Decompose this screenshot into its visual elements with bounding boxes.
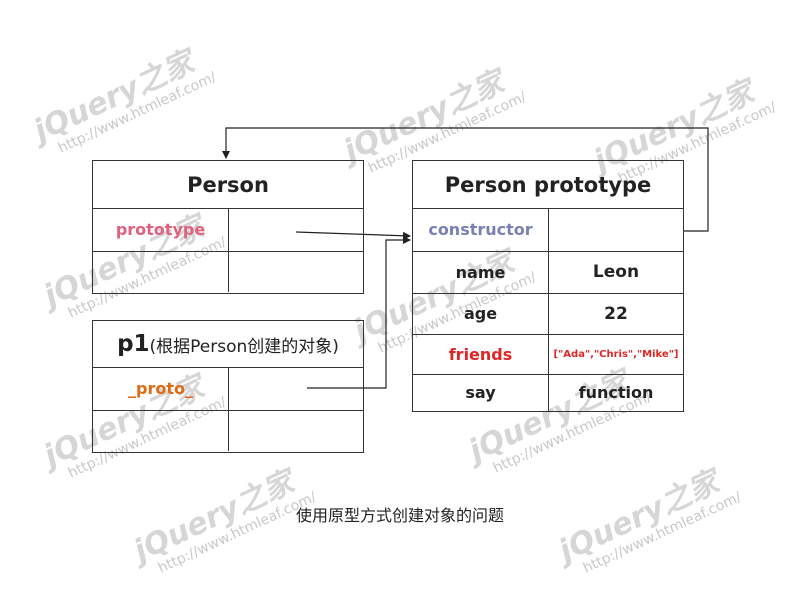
p1-empty-key <box>93 410 229 451</box>
age-value: 22 <box>604 303 628 324</box>
friends-value: ["Ada","Chris","Mike"] <box>553 348 679 360</box>
p1-title-main: p1 <box>117 331 150 357</box>
name-value: Leon <box>592 262 640 282</box>
p1-proto-value <box>229 367 363 410</box>
p1-title-note: (根据Person创建的对象) <box>149 336 339 357</box>
constructor-key: constructor <box>413 208 549 251</box>
person-table-title: Person <box>93 161 363 209</box>
person-empty-key <box>93 251 229 292</box>
watermark: jQuery之家 http://www.htmleaf.com/ <box>28 41 219 161</box>
table-row: friends ["Ada","Chris","Mike"] <box>413 334 683 375</box>
person-prototype-table: Person prototype constructor name Leon a… <box>412 160 684 412</box>
table-row: name Leon <box>413 251 683 294</box>
table-row: prototype <box>93 208 363 252</box>
watermark-brand: jQuery之家 <box>28 44 200 150</box>
table-row <box>93 410 363 451</box>
diagram-caption: 使用原型方式创建对象的问题 <box>295 506 504 525</box>
say-key: say <box>413 374 549 411</box>
table-row: age 22 <box>413 293 683 335</box>
say-value: function <box>578 383 654 402</box>
p1-proto-key: _proto_ <box>93 367 229 410</box>
person-prototype-key: prototype <box>93 208 229 251</box>
prototype-table-title: Person prototype <box>413 161 683 209</box>
p1-table-title: p1 (根据Person创建的对象) <box>93 321 363 368</box>
table-row: constructor <box>413 208 683 252</box>
name-key: name <box>413 251 549 293</box>
constructor-value <box>549 208 683 251</box>
age-key: age <box>413 293 549 334</box>
table-row: _proto_ <box>93 367 363 411</box>
watermark-url: http://www.htmleaf.com/ <box>55 69 219 157</box>
watermark-brand: jQuery之家 <box>338 64 510 170</box>
table-row: say function <box>413 374 683 411</box>
p1-empty-value <box>229 410 363 451</box>
person-prototype-value <box>229 208 363 251</box>
p1-table: p1 (根据Person创建的对象) _proto_ <box>92 320 364 453</box>
table-row <box>93 251 363 292</box>
friends-key: friends <box>413 334 549 374</box>
person-table: Person prototype <box>92 160 364 294</box>
person-empty-value <box>229 251 363 292</box>
